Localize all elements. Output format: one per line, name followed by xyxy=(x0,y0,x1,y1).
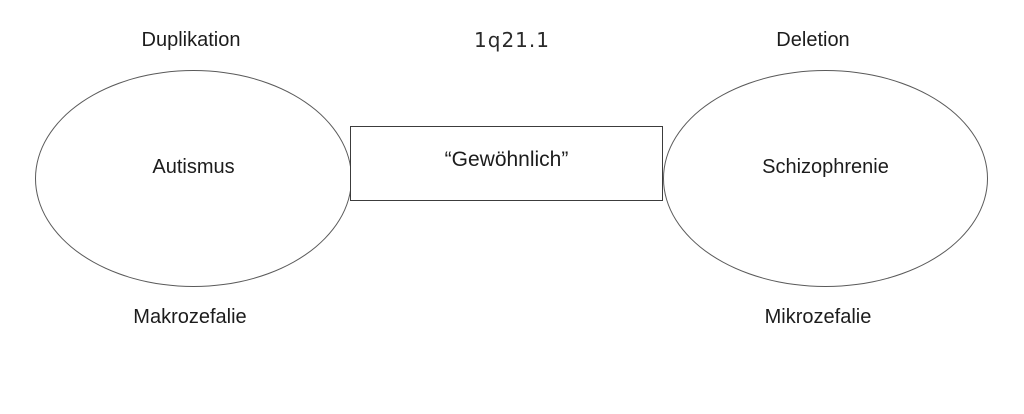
left-ellipse-label: Autismus xyxy=(152,156,235,178)
right-ellipse: Schizophrenie xyxy=(663,70,988,287)
diagram-title: 1q21.1 xyxy=(474,28,550,52)
left-ellipse: Autismus xyxy=(35,70,352,287)
center-connector-box: “Gewöhnlich” xyxy=(350,126,663,201)
right-ellipse-label: Schizophrenie xyxy=(762,156,889,178)
left-top-label: Duplikation xyxy=(141,29,241,51)
right-top-label: Deletion xyxy=(776,29,850,51)
left-bottom-label: Makrozefalie xyxy=(133,306,247,328)
right-bottom-label: Mikrozefalie xyxy=(764,306,872,328)
center-box-label: “Gewöhnlich” xyxy=(444,147,569,171)
